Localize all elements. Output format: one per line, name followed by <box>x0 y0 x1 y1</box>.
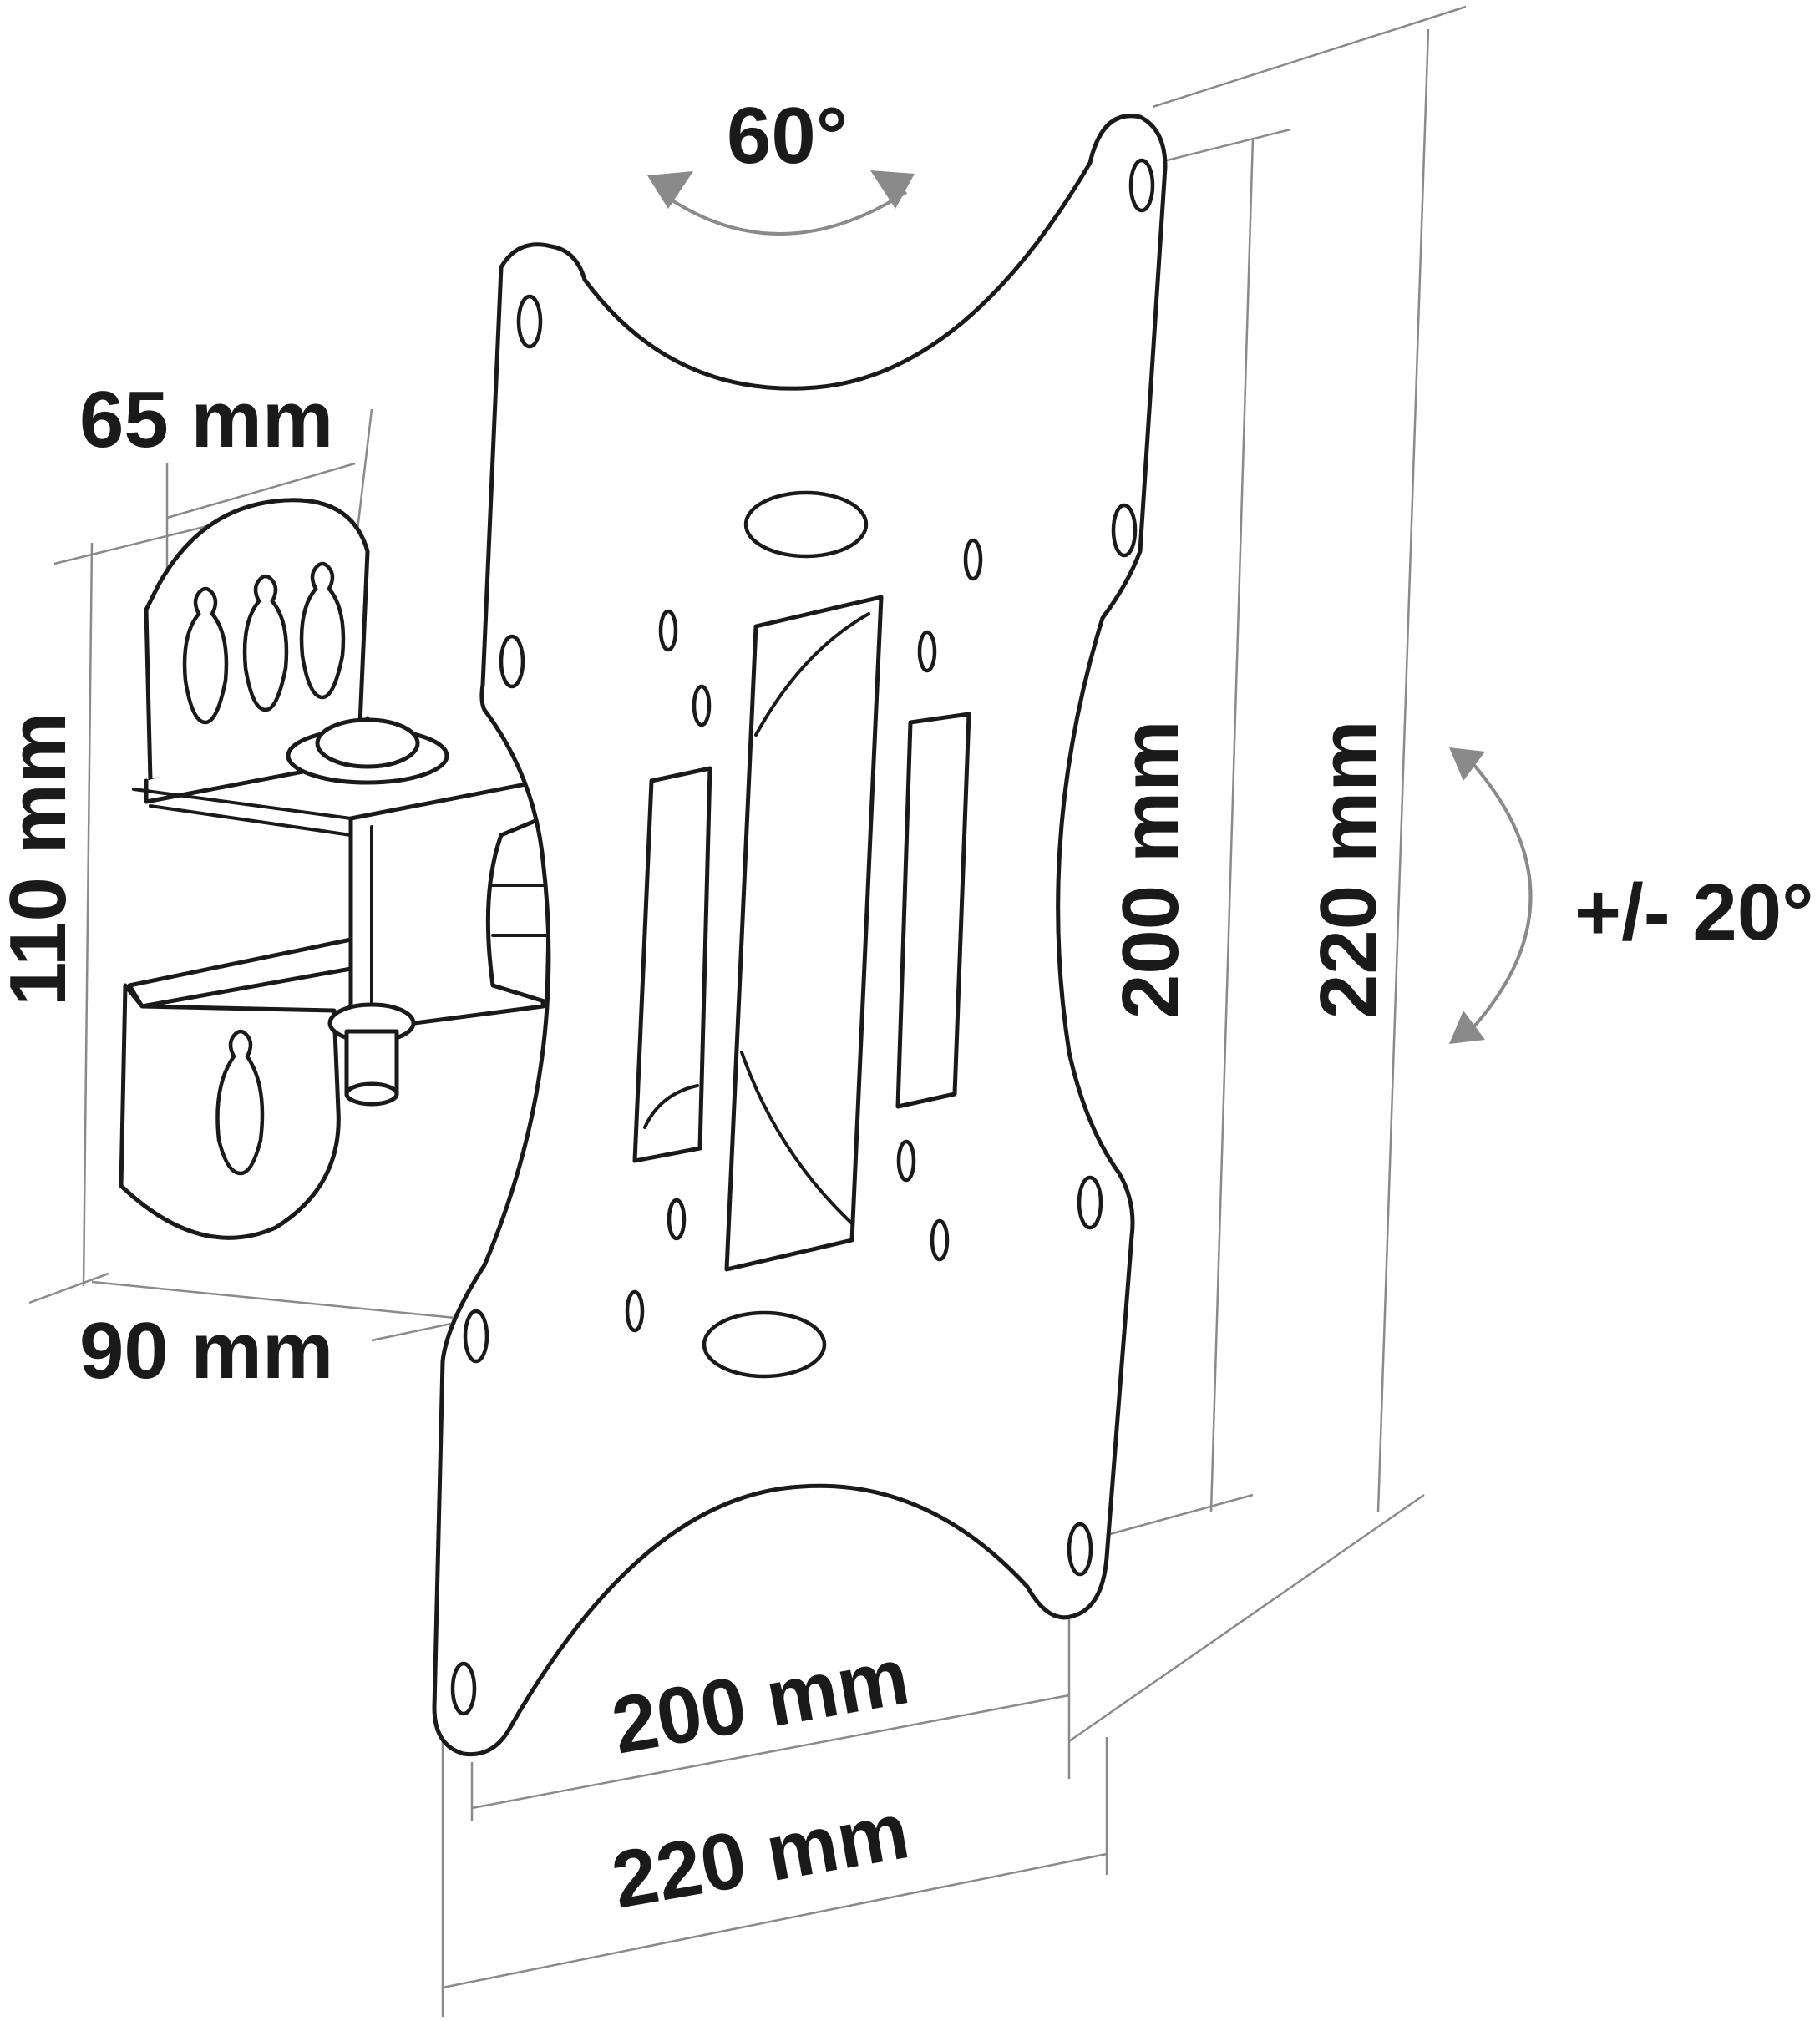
vesa-vertical-inner-label: 200 mm <box>1106 720 1195 1019</box>
plate-horizontal-outer-label: 220 mm <box>606 1785 915 1925</box>
vesa-plate <box>432 114 1168 1757</box>
tilt-arrow-icon <box>1449 747 1533 1044</box>
vesa-horizontal-inner-label: 200 mm <box>606 1631 915 1770</box>
swivel-angle-label: 60° <box>727 91 848 180</box>
wall-bracket <box>119 498 554 1240</box>
wall-plate-depth-label: 65 mm <box>79 375 333 464</box>
plate-vertical-outer-label: 220 mm <box>1304 720 1393 1019</box>
arm-width-label: 90 mm <box>79 1306 333 1395</box>
tilt-angle-label: +/- 20° <box>1574 868 1814 957</box>
arm-height-label: 110 mm <box>0 712 83 1006</box>
swivel-arrow-icon <box>647 170 915 236</box>
